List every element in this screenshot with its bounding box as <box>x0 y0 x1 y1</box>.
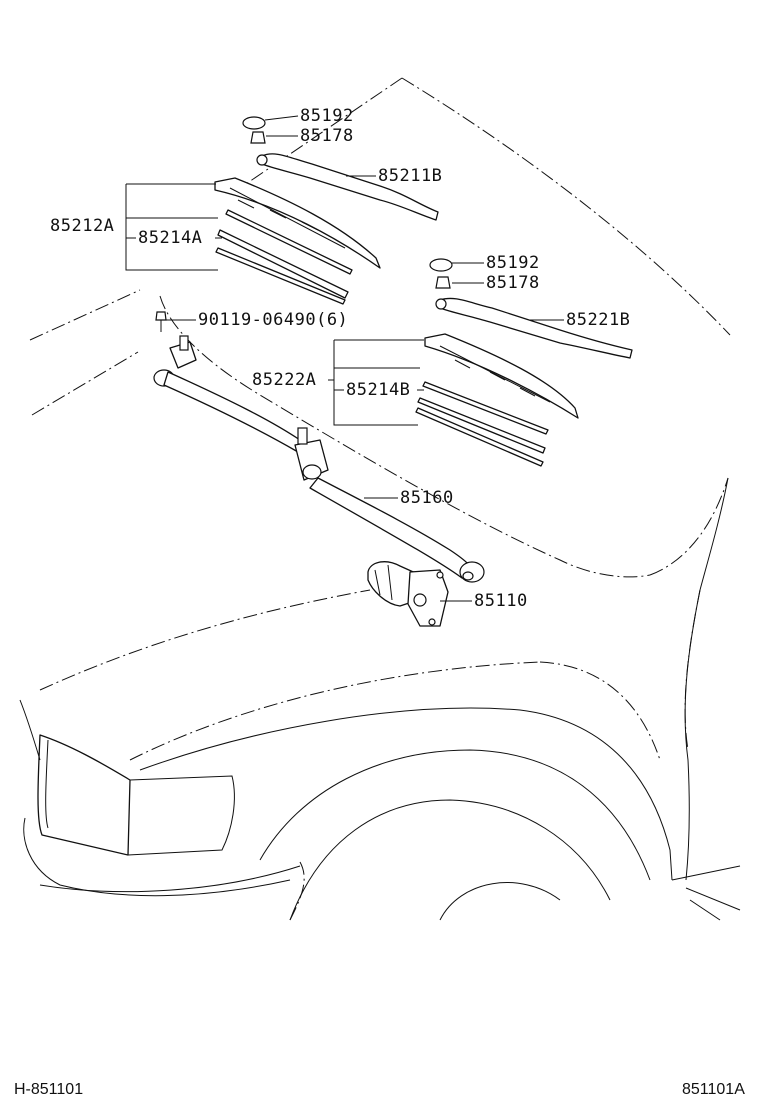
label-arm-left: 85211B <box>378 166 442 186</box>
label-link-assy: 85160 <box>400 488 454 508</box>
wiper-motor <box>367 561 449 627</box>
bolt-part <box>155 311 167 332</box>
left-wiper-blade <box>214 177 381 305</box>
label-motor: 85110 <box>474 591 528 611</box>
right-wiper-blade <box>415 333 579 467</box>
label-blade-assy-left: 85212A <box>50 216 114 236</box>
diagram-code-left: H-851101 <box>14 1081 83 1098</box>
label-nut-right: 85178 <box>486 273 540 293</box>
right-wiper-arm <box>429 258 633 359</box>
vehicle-body-outline <box>19 77 741 921</box>
label-blade-insert-right: 85214B <box>346 380 410 400</box>
label-blade-insert-left: 85214A <box>138 228 202 248</box>
diagram-code-right: 851101A <box>682 1081 745 1098</box>
label-nut-left: 85178 <box>300 126 354 146</box>
label-arm-right: 85221B <box>566 310 630 330</box>
wiper-link-assembly <box>153 335 485 583</box>
leader-lines <box>125 115 564 602</box>
label-bolt: 90119-06490(6) <box>198 310 348 330</box>
left-wiper-arm <box>242 116 439 221</box>
part-labels: 85192 85178 85211B 85212A 85214A 85192 8… <box>50 106 630 611</box>
label-nut-cap-right: 85192 <box>486 253 540 273</box>
label-blade-assy-right: 85222A <box>252 370 316 390</box>
label-nut-cap-left: 85192 <box>300 106 354 126</box>
